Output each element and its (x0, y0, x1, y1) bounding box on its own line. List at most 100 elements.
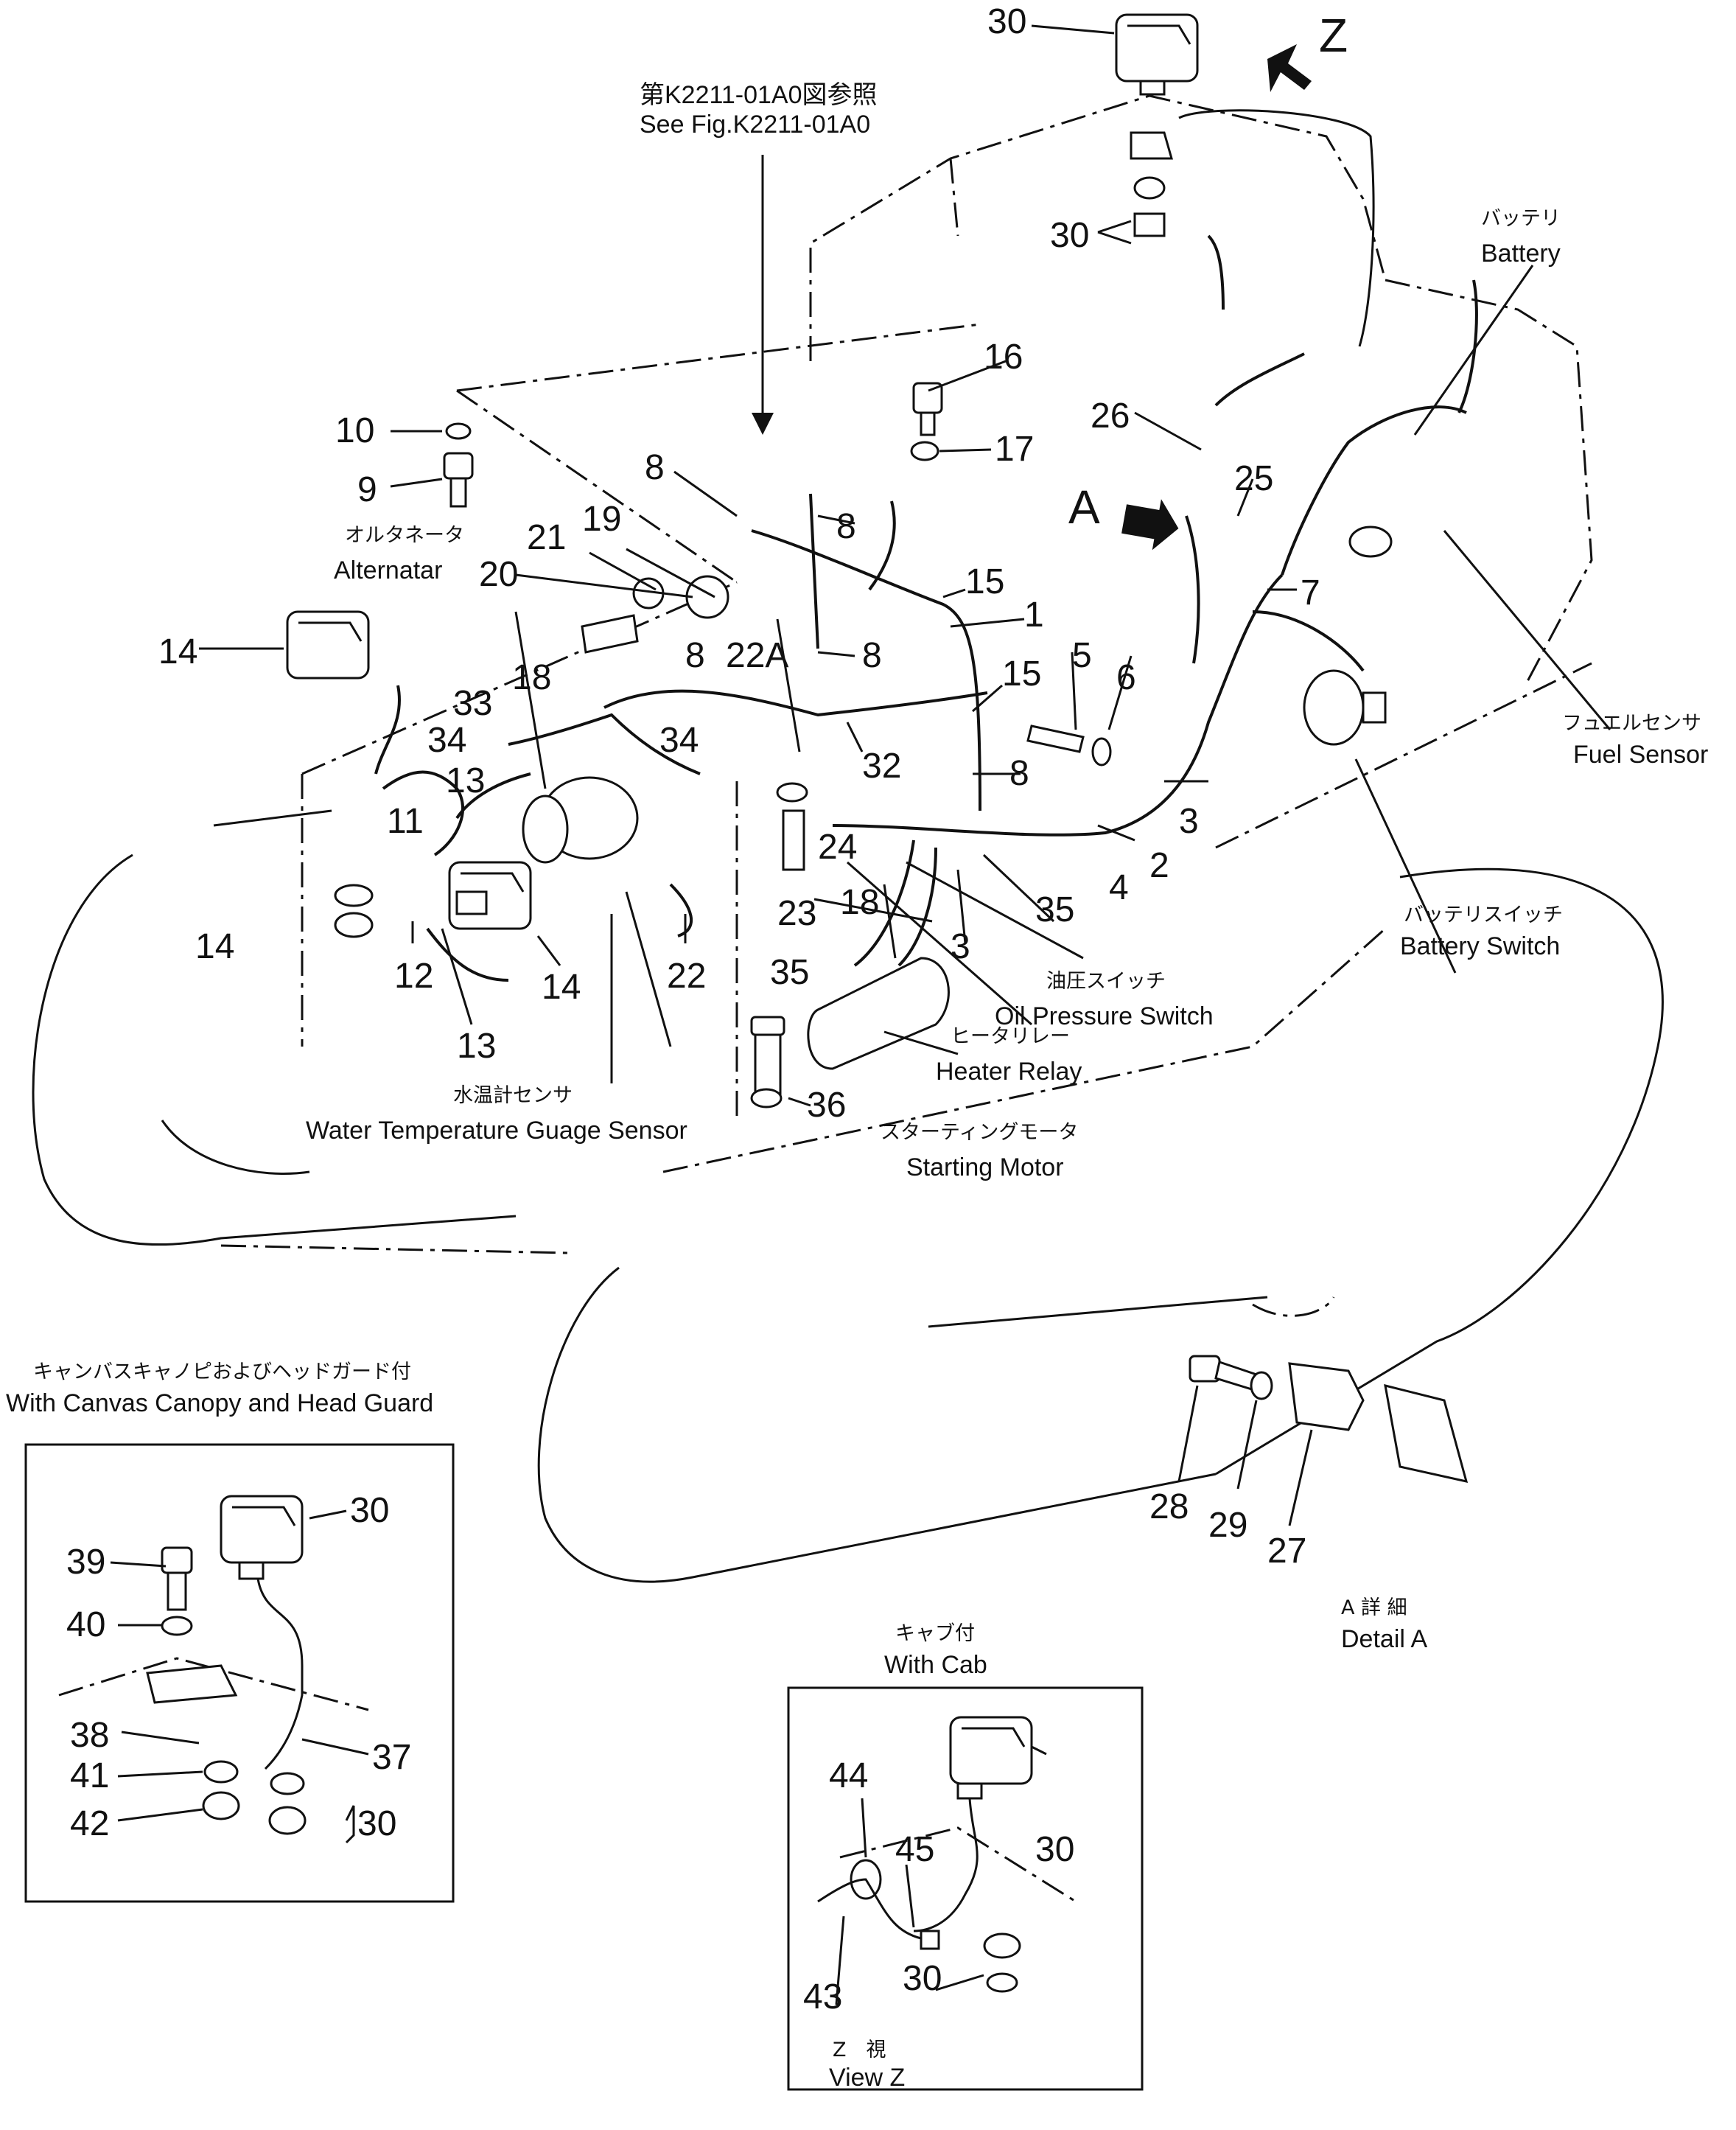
callout-11: 11 (387, 802, 424, 841)
callout-36: 36 (807, 1086, 846, 1125)
mount-bracket-top (1130, 131, 1173, 237)
callout-8-a: 8 (645, 448, 665, 487)
starting-motor-label-jp: スターティングモータ (881, 1121, 1078, 1144)
view-z-arrow (1267, 44, 1312, 92)
canopy-callout-39: 39 (66, 1543, 105, 1582)
callout-25: 25 (1234, 459, 1273, 498)
fuel-sensor-label-jp: フュエルセンサ (1562, 712, 1701, 735)
callout-8-c: 8 (862, 636, 882, 675)
starting-motor-label-en: Starting Motor (906, 1153, 1064, 1181)
leader-lines (199, 24, 1611, 1107)
callout-16: 16 (984, 338, 1023, 377)
callout-14-washers: 14 (195, 927, 234, 966)
water-temp-sensor-label-en: Water Temperature Guage Sensor (306, 1117, 687, 1145)
see-fig-arrow (752, 413, 774, 435)
callout-8-d: 8 (685, 636, 705, 675)
callout-23: 23 (777, 894, 816, 933)
canopy-callout-42: 42 (70, 1804, 109, 1843)
callout-8-b: 8 (836, 507, 856, 546)
callout-15-a: 15 (965, 562, 1004, 601)
heater-relay-label-jp: ヒータリレー (951, 1025, 1070, 1048)
heater-relay-label-en: Heater Relay (936, 1058, 1082, 1086)
canopy-callout-38: 38 (70, 1716, 109, 1755)
callout-7: 7 (1301, 573, 1320, 612)
cab-callout-44: 44 (829, 1756, 868, 1795)
oil-pressure-switch-label-en: Oil Pressure Switch (995, 1002, 1214, 1030)
view-a-arrow (1121, 499, 1179, 551)
view-z-mark: Z (1319, 9, 1348, 62)
callout-30-nut: 30 (1050, 216, 1089, 255)
canopy-callout-37: 37 (372, 1738, 411, 1777)
water-temp-sensor-label-jp: 水温計センサ (453, 1084, 573, 1107)
callout-26: 26 (1091, 397, 1130, 436)
canopy-callout-41: 41 (70, 1756, 109, 1795)
alternator-label-jp: オルタネータ (345, 524, 464, 547)
cab-callout-45: 45 (895, 1830, 934, 1869)
callout-3-a: 3 (1179, 802, 1199, 841)
alternator-body (522, 776, 639, 864)
labels: 第K2211-01A0図参照 See Fig.K2211-01A0 Z A バッ… (6, 2, 1708, 2092)
detail-a-callout-29: 29 (1208, 1506, 1247, 1545)
detail-a-callout-27: 27 (1267, 1532, 1306, 1571)
callout-22a: 22A (726, 636, 788, 675)
callout-18-a: 18 (512, 658, 551, 697)
callout-34-b: 34 (659, 721, 699, 760)
callout-22: 22 (667, 957, 706, 996)
canopy-inset (24, 1443, 455, 1903)
detail-a-callout-28: 28 (1149, 1487, 1189, 1526)
callout-24: 24 (818, 828, 857, 867)
callout-19: 19 (582, 500, 621, 539)
callout-18-b: 18 (840, 883, 879, 922)
view-z-label-en: View Z (829, 2064, 905, 2092)
work-lamp-left (286, 610, 370, 680)
callout-10: 10 (335, 411, 374, 450)
detail-a (1177, 1355, 1469, 1526)
callout-1: 1 (1024, 596, 1044, 635)
cab-callout-30-b: 30 (903, 1959, 942, 1998)
callout-6: 6 (1116, 658, 1136, 697)
cab-title-jp: キャブ付 (895, 1622, 975, 1645)
callout-14-front: 14 (542, 968, 581, 1007)
canopy-callout-30-b: 30 (357, 1804, 396, 1843)
work-lamp-top (1115, 13, 1199, 96)
callout-12: 12 (394, 957, 433, 996)
machine-outline (32, 94, 1664, 1583)
callout-17: 17 (995, 430, 1034, 469)
battery-switch-body (1303, 669, 1387, 746)
callout-15-b: 15 (1002, 654, 1041, 694)
battery-switch-label-jp: バッテリスイッチ (1404, 904, 1563, 926)
callout-9: 9 (357, 470, 377, 509)
alternator-label-en: Alternatar (334, 556, 442, 584)
callout-3-b: 3 (951, 927, 970, 966)
callout-14-left: 14 (158, 632, 197, 671)
battery-switch-label-en: Battery Switch (1400, 932, 1560, 960)
callout-8-e: 8 (1009, 754, 1029, 793)
callout-5: 5 (1072, 636, 1092, 675)
fuel-sensor-body (1348, 525, 1393, 558)
callout-20: 20 (479, 555, 518, 594)
canopy-callout-30-a: 30 (350, 1491, 389, 1530)
callout-30-top: 30 (987, 2, 1026, 41)
see-fig-en: See Fig.K2211-01A0 (640, 111, 870, 139)
callout-35-a: 35 (1035, 890, 1074, 929)
see-fig-jp: 第K2211-01A0図参照 (640, 81, 878, 109)
cab-title-en: With Cab (884, 1651, 987, 1679)
callout-35-b: 35 (770, 953, 809, 992)
callout-34-a: 34 (427, 721, 466, 760)
callout-21: 21 (527, 518, 566, 557)
fuel-sensor-label-en: Fuel Sensor (1573, 741, 1708, 769)
view-z-label-jp: Z 視 (833, 2039, 886, 2061)
cab-callout-43: 43 (803, 1977, 842, 2016)
battery-label-en: Battery (1481, 240, 1561, 268)
detail-a-title-jp: A 詳 細 (1341, 1596, 1407, 1619)
callout-32: 32 (862, 747, 901, 786)
callout-4: 4 (1109, 868, 1129, 907)
canopy-title-jp: キャンバスキャノピおよびヘッドガード付 (33, 1361, 411, 1383)
detail-a-title-en: Detail A (1341, 1625, 1427, 1653)
cab-inset (787, 1686, 1144, 2091)
canopy-callout-40: 40 (66, 1605, 105, 1644)
cab-callout-30-a: 30 (1035, 1830, 1074, 1869)
canopy-title-en: With Canvas Canopy and Head Guard (6, 1389, 433, 1417)
view-a-mark: A (1068, 481, 1100, 534)
